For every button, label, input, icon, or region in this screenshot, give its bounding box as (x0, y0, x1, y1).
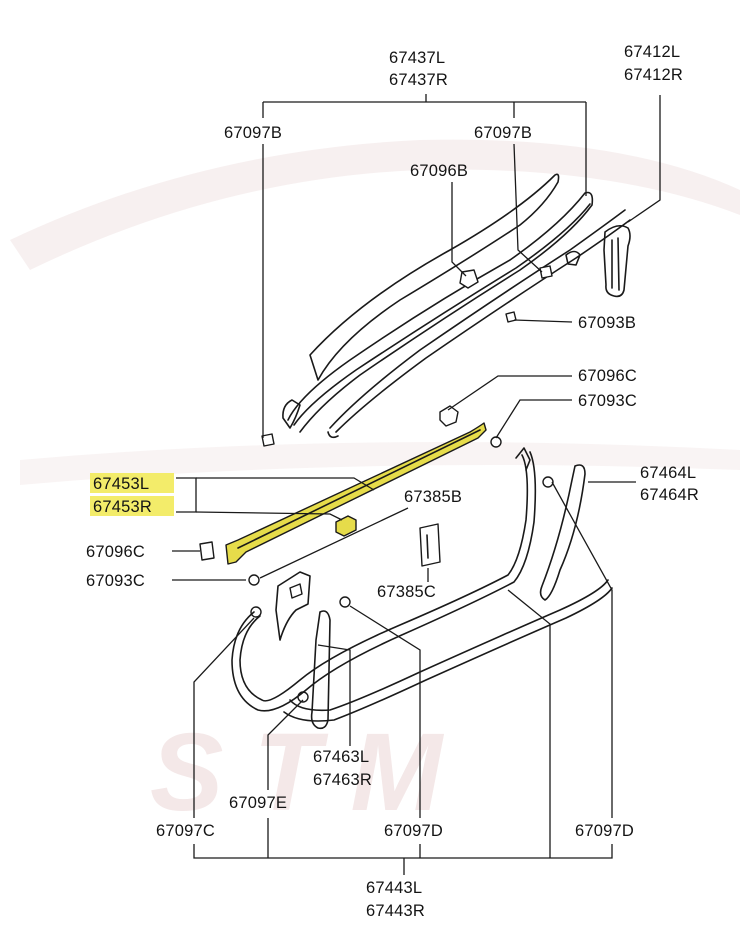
part-labels: 67437L 67437R 67412L 67412R 67097B 67097… (86, 43, 699, 920)
label-67443-l: 67443L (366, 879, 422, 897)
label-67096b: 67096B (410, 162, 468, 180)
label-67463-r: 67463R (313, 771, 372, 789)
label-67096c-right: 67096C (578, 367, 637, 385)
label-67097b-left: 67097B (224, 124, 282, 142)
label-67464-l: 67464L (640, 464, 696, 482)
frame-clips (261, 265, 553, 447)
label-67093c-left: 67093C (86, 572, 145, 590)
label-67097d-mid: 67097D (384, 822, 443, 840)
belt-molding-highlighted (225, 422, 487, 565)
watermark-text: STM (150, 711, 472, 834)
label-67464-r: 67464R (640, 486, 699, 504)
label-67097e: 67097E (229, 794, 287, 812)
label-67093b: 67093B (578, 314, 636, 332)
door-glass (309, 173, 560, 381)
label-67097c: 67097C (156, 822, 215, 840)
window-frame (282, 191, 631, 439)
label-67412-l: 67412L (624, 43, 680, 61)
label-67096c-left: 67096C (86, 543, 145, 561)
highlight-67453-l (90, 473, 174, 493)
label-67453-r: 67453R (93, 498, 152, 516)
front-sash (565, 224, 631, 298)
label-67412-r: 67412R (624, 66, 683, 84)
watermark: STM (10, 139, 740, 834)
leader-lines (172, 94, 661, 875)
label-67385b: 67385B (404, 488, 462, 506)
label-67097b-right: 67097B (474, 124, 532, 142)
label-67453-l: 67453L (93, 475, 149, 493)
label-67443-r: 67443R (366, 902, 425, 920)
label-67437-l: 67437L (389, 49, 445, 67)
label-67437-r: 67437R (389, 71, 448, 89)
label-67093c-right: 67093C (578, 392, 637, 410)
front-pillar (275, 571, 331, 730)
mid-clips (199, 405, 554, 703)
label-67463-l: 67463L (313, 748, 369, 766)
rear-garnish (539, 464, 586, 601)
door-weatherstrip (231, 447, 613, 722)
label-67097d-right: 67097D (575, 822, 634, 840)
label-67385c: 67385C (377, 583, 436, 601)
highlight-67453-r (90, 496, 174, 516)
